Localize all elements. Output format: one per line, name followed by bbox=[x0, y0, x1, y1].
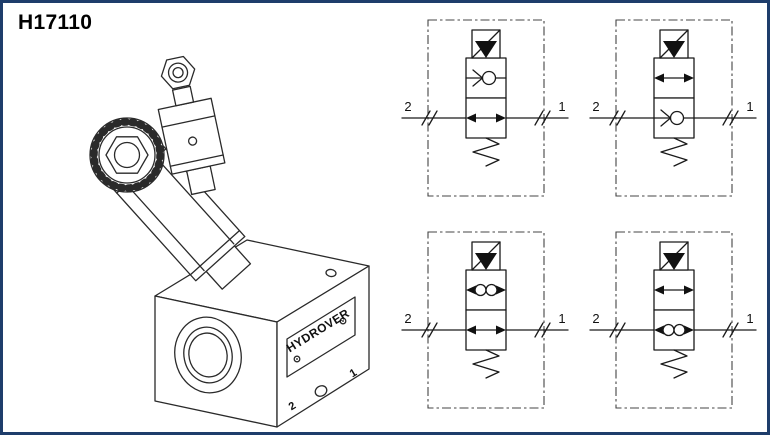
valve-positions bbox=[653, 29, 695, 167]
valve-schematic-bottom-left: 2 1 bbox=[401, 231, 569, 409]
top-hole bbox=[325, 268, 337, 278]
cartridge-envelope bbox=[615, 19, 733, 197]
body-port-2-label: 2 bbox=[287, 400, 298, 413]
check-valve-icon bbox=[465, 69, 507, 87]
double-check-icon bbox=[654, 323, 694, 337]
valve-positions bbox=[465, 29, 507, 167]
port-label-left: 2 bbox=[404, 311, 411, 326]
connector-screw bbox=[187, 136, 198, 146]
port-label-right: 1 bbox=[558, 311, 565, 326]
knurl-ring bbox=[90, 118, 164, 192]
nameplate-screw-right bbox=[339, 317, 347, 325]
body-port-1-label: 1 bbox=[348, 367, 359, 380]
spring-icon bbox=[472, 137, 500, 167]
nameplate-screw-left bbox=[293, 355, 301, 363]
port-label-right: 1 bbox=[746, 99, 753, 114]
port-label-right: 1 bbox=[558, 99, 565, 114]
page-title: H17110 bbox=[18, 11, 93, 34]
port-label-left: 2 bbox=[592, 99, 599, 114]
port-label-left: 2 bbox=[404, 99, 411, 114]
port-bore bbox=[174, 316, 242, 394]
cartridge-envelope bbox=[615, 231, 733, 409]
port-lines bbox=[589, 322, 757, 338]
double-arrow-icon bbox=[466, 325, 506, 335]
nameplate bbox=[286, 296, 356, 378]
schematic-cell-bottom-left: 2 1 bbox=[391, 220, 579, 432]
double-check-icon bbox=[466, 283, 506, 297]
schematic-cell-bottom-right: 2 1 bbox=[579, 220, 767, 432]
double-arrow-icon bbox=[654, 73, 694, 83]
schematic-cell-top-right: 2 1 bbox=[579, 8, 767, 220]
double-arrow-icon bbox=[466, 113, 506, 123]
spring-icon bbox=[660, 137, 688, 167]
valve-drawing-svg: HYDROVER 2 1 bbox=[89, 55, 370, 428]
schematic-cell-top-left: 2 1 bbox=[391, 8, 579, 220]
port-lines bbox=[401, 322, 569, 338]
valve-schematic-top-left: 2 1 bbox=[401, 19, 569, 197]
din-connector bbox=[157, 55, 226, 196]
port-label-left: 2 bbox=[592, 311, 599, 326]
valve-schematic-top-right: 2 1 bbox=[589, 19, 757, 197]
valve-positions bbox=[465, 241, 507, 379]
cartridge-envelope bbox=[427, 19, 545, 197]
gland-neck bbox=[171, 85, 195, 107]
spring-icon bbox=[660, 349, 688, 379]
port-label-right: 1 bbox=[746, 311, 753, 326]
valve-isometric-drawing: HYDROVER 2 1 bbox=[3, 3, 403, 432]
port-lines bbox=[589, 110, 757, 126]
cartridge-envelope bbox=[427, 231, 545, 409]
spring-icon bbox=[472, 349, 500, 379]
solenoid-icon bbox=[471, 29, 501, 59]
schematic-grid: 2 1 bbox=[391, 8, 767, 432]
port-lines bbox=[401, 110, 569, 126]
solenoid-icon bbox=[471, 241, 501, 271]
valve-body bbox=[154, 239, 370, 428]
double-arrow-icon bbox=[654, 285, 694, 295]
check-valve-icon bbox=[653, 109, 695, 127]
front-hole bbox=[314, 385, 328, 397]
valve-positions bbox=[653, 241, 695, 379]
solenoid-icon bbox=[659, 241, 689, 271]
valve-schematic-bottom-right: 2 1 bbox=[589, 231, 757, 409]
knurled-nut bbox=[89, 117, 165, 193]
solenoid-icon bbox=[659, 29, 689, 59]
